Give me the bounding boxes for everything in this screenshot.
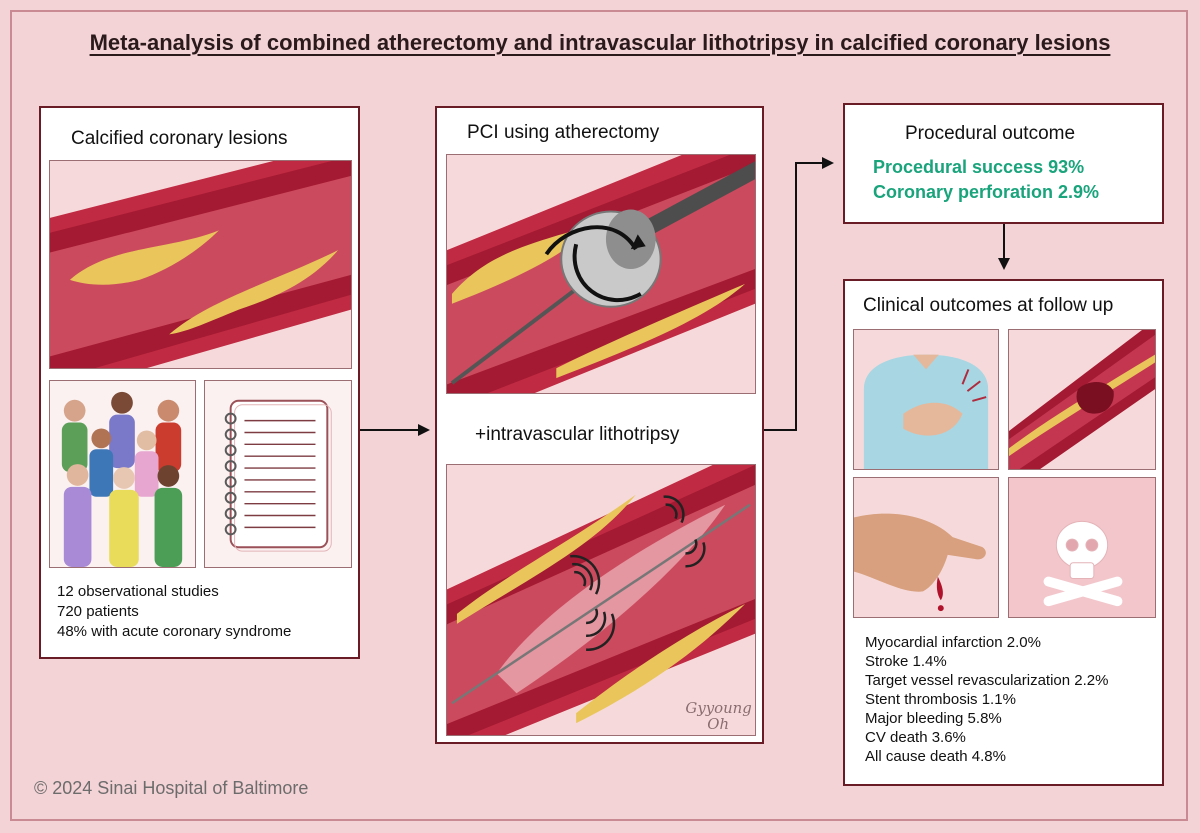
arrow-right-icon (418, 424, 430, 436)
notepad-illustration (204, 380, 352, 568)
arrow-down-icon (998, 258, 1010, 270)
panel-clinical-outcomes: Clinical outcomes at follow up (843, 279, 1164, 786)
outcome-mi: Myocardial infarction 2.0% (865, 634, 1041, 651)
patients-group-illustration (49, 380, 196, 568)
figure-title: Meta-analysis of combined atherectomy an… (89, 30, 1111, 55)
outcome-tvr: Target vessel revascularization 2.2% (865, 672, 1109, 689)
panel-subheading-lithotripsy: +intravascular lithotripsy (475, 424, 680, 445)
patient-stat: 720 patients (57, 603, 139, 620)
atherectomy-illustration (446, 154, 756, 394)
bleeding-hand-illustration (853, 477, 999, 618)
acs-stat: 48% with acute coronary syndrome (57, 623, 292, 640)
panel-heading-pci: PCI using atherectomy (467, 122, 660, 143)
outcome-all-cause-death: All cause death 4.8% (865, 748, 1006, 765)
panel-heading-clinical: Clinical outcomes at follow up (863, 295, 1114, 316)
panel-heading-lesions: Calcified coronary lesions (71, 128, 288, 149)
outcome-cv-death: CV death 3.6% (865, 729, 966, 746)
coronary-perforation: Coronary perforation 2.9% (873, 182, 1100, 202)
outcome-stent-thrombosis: Stent thrombosis 1.1% (865, 691, 1016, 708)
skull-crossbones-icon (1043, 520, 1123, 607)
lithotripsy-illustration: Gyyoung Oh (446, 464, 756, 736)
study-stat: 12 observational studies (57, 583, 219, 600)
panel-pci: PCI using atherectomy +intravascular lit… (435, 106, 764, 744)
panel-procedural-outcome: Procedural outcome Procedural success 93… (843, 103, 1164, 224)
outcome-stroke: Stroke 1.4% (865, 653, 947, 670)
occluded-artery-illustration (1008, 329, 1156, 470)
death-illustration (1008, 477, 1156, 618)
outer-frame (10, 10, 1188, 821)
svg-text:Gyyoung: Gyyoung (685, 699, 751, 717)
procedural-success: Procedural success 93% (873, 157, 1085, 177)
panel-heading-procedural: Procedural outcome (905, 123, 1076, 144)
copyright-notice: © 2024 Sinai Hospital of Baltimore (34, 778, 309, 798)
chest-pain-illustration (853, 329, 999, 470)
svg-text:Oh: Oh (707, 715, 729, 733)
shockwave-icon (570, 495, 706, 651)
outcome-bleeding: Major bleeding 5.8% (865, 710, 1002, 727)
arrow-right-icon (822, 157, 834, 169)
calcified-artery-illustration (49, 160, 352, 369)
panel-calcified-lesions: Calcified coronary lesions (39, 106, 360, 659)
rotation-arrow-icon (544, 225, 642, 303)
